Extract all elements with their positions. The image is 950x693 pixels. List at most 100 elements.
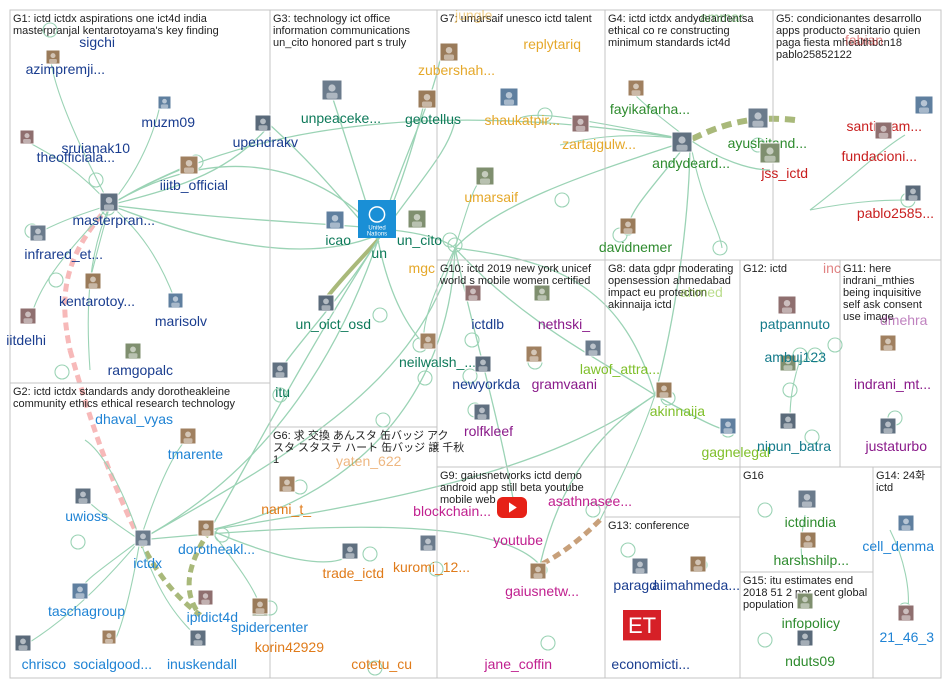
node-economicti[interactable]: ETeconomicti... <box>611 610 690 672</box>
node-ipidict4d[interactable]: ipidict4d <box>187 589 238 625</box>
node-shaukatpir[interactable]: shaukatpir... <box>485 87 561 128</box>
node-label: economicti... <box>611 656 690 672</box>
node-korin42929[interactable]: korin42929 <box>251 597 324 655</box>
group-title-g15: population <box>743 599 794 611</box>
node-zartajgulw[interactable]: zartajgulw... <box>562 114 636 152</box>
node-un-oict-osd[interactable]: un_oict_osd <box>295 294 371 332</box>
node-kuromi-12[interactable]: kuromi_12... <box>393 534 470 575</box>
node-ictdindia[interactable]: ictdindia <box>785 489 837 530</box>
node-fayikafarha[interactable]: fayikafarha... <box>610 79 690 117</box>
node-jane-coffin[interactable]: jane_coffin <box>484 656 552 672</box>
node-iiitb-official[interactable]: iiitb_official <box>160 155 228 193</box>
node-cotetu-cu[interactable]: cotetu_cu <box>351 656 412 672</box>
group-title-g8: akinnaija ictd <box>608 299 672 311</box>
node-muzm09[interactable]: muzm09 <box>141 95 195 130</box>
node-cell-denma[interactable]: cell_denma <box>862 514 934 554</box>
node-jss-ictd[interactable]: jss_ictd <box>759 142 808 181</box>
node-rolfkleef[interactable]: rolfkleef <box>464 403 513 439</box>
node-masterpran[interactable]: masterpran... <box>73 192 155 228</box>
profile-icon <box>799 531 817 549</box>
node-neilwalsh[interactable]: neilwalsh_... <box>399 332 476 370</box>
node-nipun-batra[interactable]: nipun_batra <box>757 412 831 454</box>
node-un-cito[interactable]: un_cito <box>397 209 442 248</box>
node-blockchain[interactable]: blockchain... <box>413 503 491 519</box>
node-marisolv[interactable]: marisolv <box>155 292 207 329</box>
node-ictdlb[interactable]: ictdlb <box>464 284 504 332</box>
node-akinnaija[interactable]: akinnaija <box>650 381 705 419</box>
node-zubershah[interactable]: zubershah... <box>418 42 495 78</box>
node-umarsaif[interactable]: umarsaif <box>464 166 518 205</box>
node-itu[interactable]: itu <box>271 361 290 400</box>
node-nami-t[interactable]: nami_t_ <box>261 475 311 517</box>
node-mgc[interactable]: mgc <box>409 260 435 276</box>
profile-icon <box>797 489 817 509</box>
node-label: muzm09 <box>141 114 195 130</box>
group-title-g8: G8: data gdpr moderating <box>608 263 733 275</box>
node-nduts09[interactable]: nduts09 <box>785 629 835 669</box>
node-gagnelegal[interactable]: gagnelegal <box>701 417 770 460</box>
node-paragd[interactable]: paragd <box>613 557 657 593</box>
node-geotellus[interactable]: geotellus <box>405 89 461 127</box>
node-unpeaceke[interactable]: unpeaceke... <box>301 79 381 126</box>
node-davidnemer[interactable]: davidnemer <box>599 217 672 255</box>
node-label: unpeaceke... <box>301 110 381 126</box>
node-label: ictdindia <box>785 514 837 530</box>
node-justaturbo[interactable]: justaturbo <box>865 417 928 454</box>
node-harshshilp[interactable]: harshshilp... <box>774 531 849 568</box>
node-lawof-attra[interactable]: lawof_attra... <box>580 339 660 377</box>
node-ramgopalc[interactable]: ramgopalc <box>108 342 173 378</box>
profile-icon <box>325 210 345 230</box>
node-indranim[interactable]: indrani_mt... <box>854 334 931 392</box>
self-loop <box>757 632 773 648</box>
node-gramvaani[interactable]: gramvaani <box>525 345 597 392</box>
node-asathnasee[interactable]: asathnasee... <box>548 493 632 509</box>
node-sruianak10[interactable]: sruianak10 <box>19 129 130 156</box>
node-replytariq[interactable]: replytariq <box>523 36 581 52</box>
node-infopolicy[interactable]: infopolicy <box>782 592 840 631</box>
node-newyorkda[interactable]: newyorkda <box>452 355 520 392</box>
self-loop <box>442 232 458 248</box>
node-inuskendall[interactable]: inuskendall <box>167 629 237 672</box>
node-label: justaturbo <box>865 438 928 454</box>
node-infrared-et[interactable]: infrared_et... <box>24 224 103 262</box>
node-iitdelhi[interactable]: iitdelhi <box>6 307 46 348</box>
node-azimpremji[interactable]: azimpremji... <box>26 49 105 77</box>
node-tmarente[interactable]: tmarente <box>168 427 223 462</box>
node-sigchi[interactable]: sigchi <box>79 34 115 50</box>
node-21-46-3[interactable]: 21_46_3 <box>879 604 934 645</box>
node-label: umarsaif <box>464 189 518 205</box>
node-socialgood[interactable]: socialgood... <box>73 629 152 672</box>
node-dhaval-vyas[interactable]: dhaval_vyas <box>95 411 173 427</box>
node-dorotheakl[interactable]: dorotheakl... <box>178 519 255 557</box>
node-andydeard[interactable]: andydeard... <box>652 131 730 171</box>
node-pablo2585[interactable]: pablo2585... <box>857 184 934 221</box>
profile-icon <box>407 209 427 229</box>
node-aiimahmeda[interactable]: aiimahmeda... <box>652 555 740 593</box>
node-icao[interactable]: icao <box>325 210 351 248</box>
node-nethski[interactable]: nethski_ <box>533 284 590 332</box>
node-label: un_cito <box>397 232 442 248</box>
group-box-g13: G13: conference <box>604 516 741 679</box>
node-patpannuto[interactable]: patpannuto <box>760 295 830 332</box>
node-trade-ictd[interactable]: trade_ictd <box>323 542 384 581</box>
node-youtube[interactable]: youtube <box>493 497 543 548</box>
profile-icon <box>71 582 89 600</box>
node-chrisco[interactable]: chrisco <box>14 634 66 672</box>
node-upendrakv[interactable]: upendrakv <box>233 114 298 150</box>
node-label: geotellus <box>405 111 461 127</box>
node-uwioss[interactable]: uwioss <box>65 487 108 524</box>
node-kentarotoy[interactable]: kentarotoy... <box>59 272 135 309</box>
profile-icon <box>777 295 797 315</box>
node-ictdx[interactable]: ictdx <box>133 529 162 571</box>
node-gaiusnetw[interactable]: gaiusnetw... <box>505 562 579 599</box>
node-ambuj123[interactable]: ambuj123 <box>765 349 827 372</box>
node-label: dhaval_vyas <box>95 411 173 427</box>
profile-icon <box>317 294 335 312</box>
node-label: nethski_ <box>538 316 590 332</box>
node-fundacioni[interactable]: fundacioni... <box>842 121 918 164</box>
node-taschagroup[interactable]: taschagroup <box>48 582 125 619</box>
node-theofficiala[interactable]: theofficiala... <box>37 149 115 165</box>
node-label: zartajgulw... <box>562 136 636 152</box>
